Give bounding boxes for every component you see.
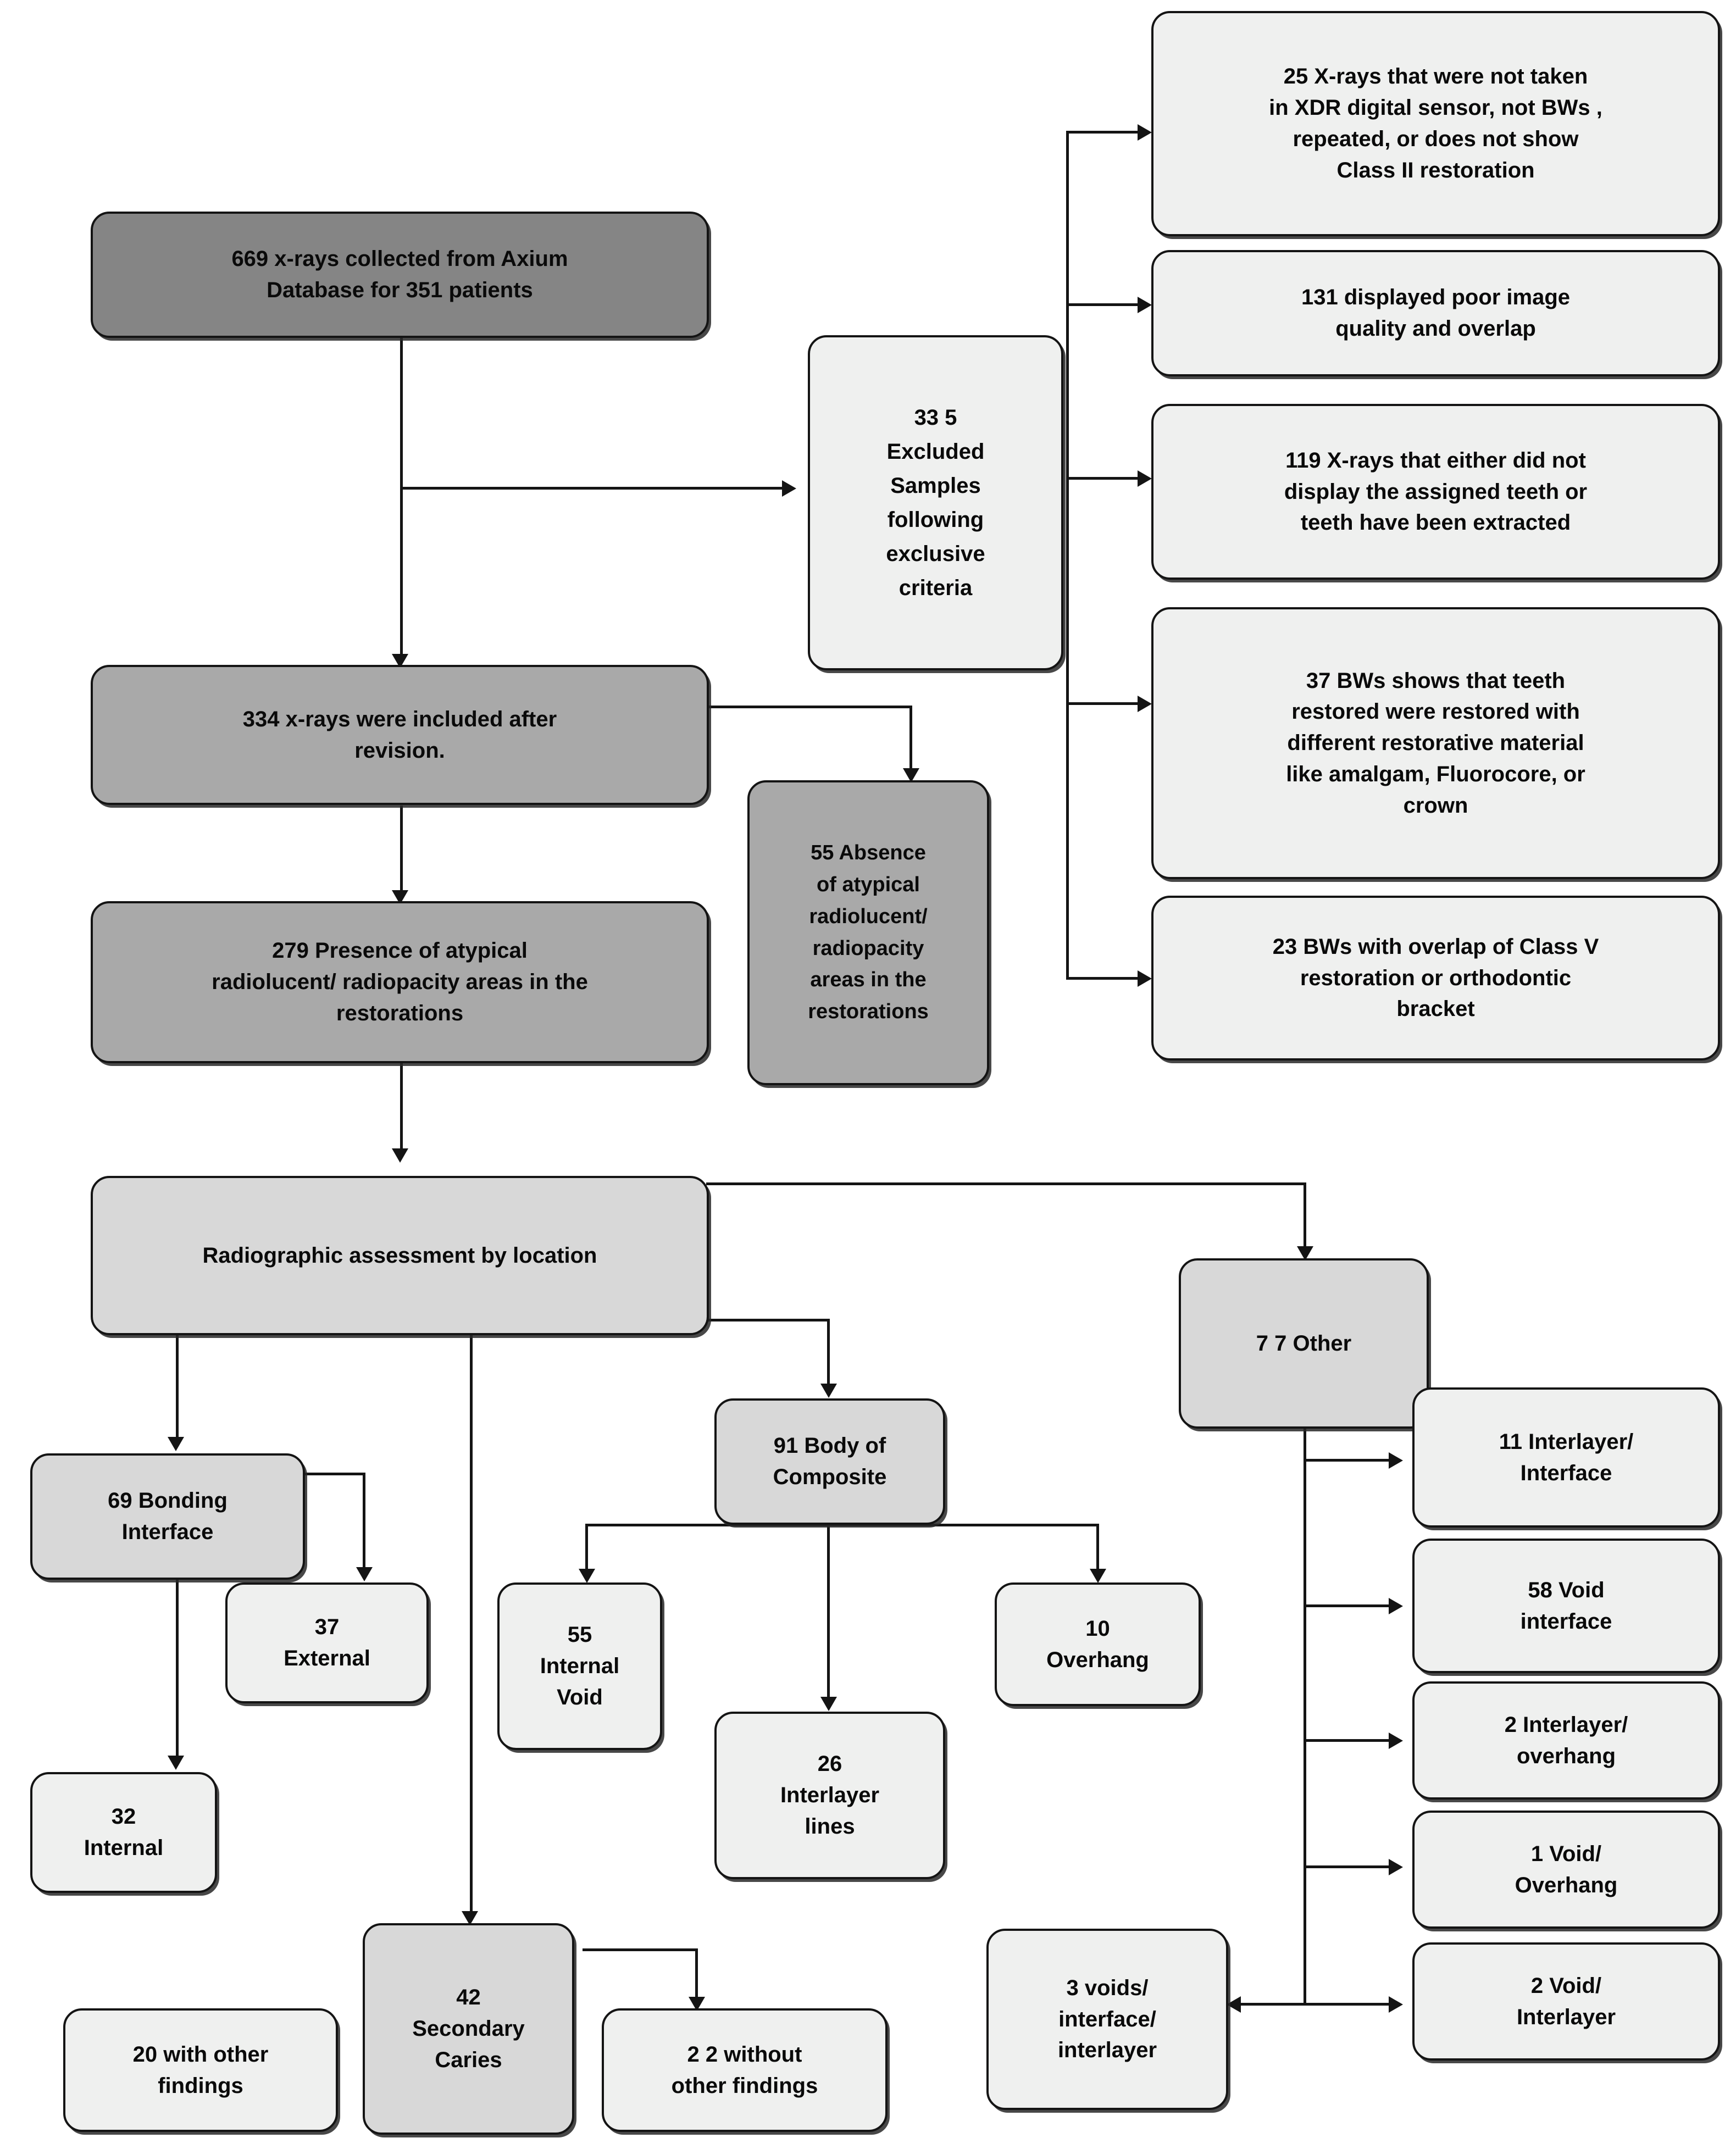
arrowhead-excl-3 <box>1138 470 1152 487</box>
connector-caries-to-without-h <box>583 1948 698 1951</box>
node-secondary-caries[interactable]: 42 Secondary Caries <box>363 1923 574 2135</box>
connector-other-3 <box>1304 1739 1389 1742</box>
node-exclusion-2[interactable]: 131 displayed poor image quality and ove… <box>1151 250 1720 376</box>
connector-other-1 <box>1304 1459 1389 1462</box>
node-other-interlayer-overhang[interactable]: 2 Interlayer/ overhang <box>1412 1681 1720 1800</box>
connector-collected-trunk <box>400 226 403 663</box>
connector-assessment-to-other-h <box>706 1182 1306 1185</box>
arrowhead-other-3 <box>1389 1732 1403 1749</box>
node-included[interactable]: 334 x-rays were included after revision. <box>91 665 709 805</box>
node-other-void-overhang[interactable]: 1 Void/ Overhang <box>1412 1811 1720 1929</box>
arrowhead-to-excluded <box>782 480 796 497</box>
connector-body-to-interlayer <box>827 1524 830 1705</box>
node-other-interlayer-interface[interactable]: 11 Interlayer/ Interface <box>1412 1387 1720 1528</box>
node-collected[interactable]: 669 x-rays collected from Axium Database… <box>91 212 709 338</box>
arrowhead-to-external <box>356 1567 373 1581</box>
arrowhead-to-other <box>1297 1246 1313 1260</box>
node-bonding-interface[interactable]: 69 Bonding Interface <box>30 1453 305 1580</box>
arrowhead-other-1 <box>1389 1452 1403 1469</box>
connector-body-to-overhang-v <box>1096 1524 1099 1579</box>
node-other-void-interface[interactable]: 58 Void interface <box>1412 1539 1720 1673</box>
node-other-void-interlayer[interactable]: 2 Void/ Interlayer <box>1412 1942 1720 2061</box>
connector-other-5 <box>1304 2003 1389 2006</box>
connector-included-to-absence-h <box>706 706 912 708</box>
connector-bonding-to-external-h <box>305 1473 365 1475</box>
connector-excl-2 <box>1066 303 1138 306</box>
arrowhead-to-voids <box>1227 1996 1241 2013</box>
node-other[interactable]: 7 7 Other <box>1179 1258 1429 1429</box>
arrowhead-other-5 <box>1389 1996 1403 2013</box>
arrowhead-to-body <box>820 1384 837 1398</box>
connector-collected-to-excluded <box>400 487 782 490</box>
connector-other-2 <box>1304 1604 1389 1607</box>
arrowhead-to-caries <box>462 1911 478 1925</box>
connector-excl-1 <box>1066 131 1138 134</box>
arrowhead-to-assessment <box>392 1148 408 1163</box>
connector-other-4 <box>1304 1865 1389 1868</box>
connector-excl-4 <box>1066 702 1138 705</box>
arrowhead-to-interlayer <box>820 1697 837 1711</box>
node-without-other-findings[interactable]: 2 2 without other findings <box>602 2008 888 2132</box>
connector-other-to-voids <box>1239 2003 1305 2006</box>
arrowhead-excl-1 <box>1138 124 1152 141</box>
connector-excluded-spine <box>1066 131 1069 977</box>
arrowhead-to-bonding <box>168 1437 184 1451</box>
node-external[interactable]: 37 External <box>225 1582 429 1703</box>
connector-excl-3 <box>1066 477 1138 480</box>
connector-body-to-void-h <box>585 1524 830 1526</box>
connector-body-to-void-v <box>585 1524 588 1579</box>
connector-caries-to-without-v <box>695 1948 698 2006</box>
node-exclusion-3[interactable]: 119 X-rays that either did not display t… <box>1151 404 1720 580</box>
node-exclusion-5[interactable]: 23 BWs with overlap of Class V restorati… <box>1151 896 1720 1060</box>
node-exclusion-4[interactable]: 37 BWs shows that teeth restored were re… <box>1151 607 1720 879</box>
connector-assessment-to-body-h <box>706 1319 830 1321</box>
node-internal-void[interactable]: 55 Internal Void <box>497 1582 662 1750</box>
arrowhead-other-4 <box>1389 1859 1403 1875</box>
connector-assessment-to-other-v <box>1304 1182 1306 1255</box>
connector-bonding-to-external-v <box>363 1473 365 1577</box>
node-internal[interactable]: 32 Internal <box>30 1772 217 1893</box>
arrowhead-to-void <box>579 1569 595 1583</box>
node-presence[interactable]: 279 Presence of atypical radiolucent/ ra… <box>91 901 709 1063</box>
node-excluded-samples[interactable]: 33 5 Excluded Samples following exclusiv… <box>808 335 1063 670</box>
node-exclusion-1[interactable]: 25 X-rays that were not taken in XDR dig… <box>1151 11 1720 236</box>
connector-included-to-presence <box>400 806 403 899</box>
arrowhead-excl-2 <box>1138 297 1152 313</box>
node-absence[interactable]: 55 Absence of atypical radiolucent/ radi… <box>747 780 989 1085</box>
arrowhead-excl-5 <box>1138 970 1152 987</box>
node-interlayer-lines[interactable]: 26 Interlayer lines <box>714 1712 945 1879</box>
connector-bonding-to-internal <box>176 1523 179 1765</box>
connector-excl-5 <box>1066 977 1138 980</box>
node-overhang[interactable]: 10 Overhang <box>995 1582 1201 1706</box>
arrowhead-to-internal <box>168 1756 184 1770</box>
node-assessment[interactable]: Radiographic assessment by location <box>91 1176 709 1335</box>
connector-assessment-to-bonding <box>176 1335 179 1445</box>
connector-body-to-overhang-h <box>827 1524 1099 1526</box>
arrowhead-excl-4 <box>1138 696 1152 712</box>
connector-presence-to-assessment <box>400 1063 403 1157</box>
connector-assessment-to-caries <box>470 1335 473 1921</box>
arrowhead-to-absence <box>903 768 919 782</box>
connector-assessment-to-body-v <box>827 1319 830 1391</box>
arrowhead-to-overhang <box>1090 1569 1106 1583</box>
arrowhead-other-2 <box>1389 1598 1403 1614</box>
node-voids-interface-interlayer[interactable]: 3 voids/ interface/ interlayer <box>986 1929 1228 2110</box>
connector-included-to-absence-v <box>909 706 912 777</box>
connector-other-spine <box>1304 1428 1306 2006</box>
node-with-other-findings[interactable]: 20 with other findings <box>63 2008 338 2132</box>
node-body-of-composite[interactable]: 91 Body of Composite <box>714 1398 945 1525</box>
